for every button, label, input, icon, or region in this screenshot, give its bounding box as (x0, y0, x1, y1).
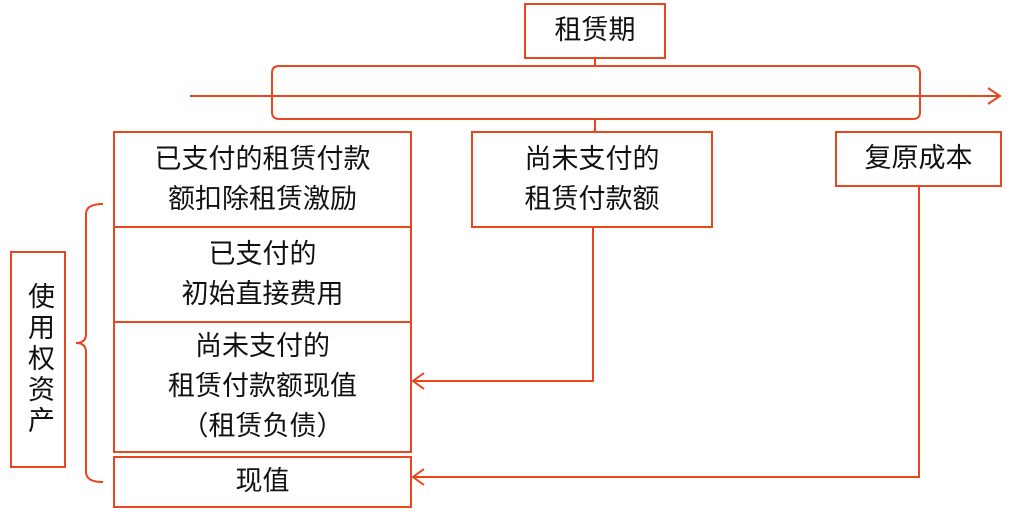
restoration-arrowhead (411, 468, 425, 486)
present-value-box: 现值 (113, 456, 412, 508)
unpaid-arrowhead (411, 372, 425, 390)
pv-unpaid-box: 尚未支付的 租赁付款额现值 （租赁负债） (113, 321, 412, 453)
rou-asset-label: 使用权资产 (23, 282, 54, 437)
text-line: 已支付的租赁付款 (154, 143, 371, 175)
text-line: （租赁负债） (181, 411, 344, 442)
text-line: 尚未支付的 (524, 143, 660, 175)
unpaid-to-pv-arrow (413, 215, 594, 382)
text-line: 已支付的 (208, 238, 317, 270)
lease-term-bracket (271, 65, 921, 120)
unpaid-payments-box: 尚未支付的 租赁付款额 (471, 131, 713, 228)
text-line: 额扣除租赁激励 (168, 183, 357, 215)
timeline-arrowhead (987, 87, 1002, 105)
rou-asset-box: 使用权资产 (10, 251, 66, 468)
paid-payments-box: 已支付的租赁付款 额扣除租赁激励 (113, 131, 412, 228)
text-line: 尚未支付的 (195, 331, 330, 362)
text-line: 现值 (235, 466, 290, 497)
restoration-to-pv-arrow (413, 186, 920, 478)
lease-term-label: 租赁期 (554, 15, 636, 46)
lease-term-box: 租赁期 (524, 3, 666, 59)
text-line: 复原成本 (864, 143, 973, 174)
restoration-cost-box: 复原成本 (835, 131, 1002, 187)
text-line: 租赁付款额现值 (168, 371, 357, 402)
brace (75, 203, 104, 483)
text-line: 租赁付款额 (524, 183, 660, 215)
text-line: 初始直接费用 (181, 278, 344, 310)
initial-direct-costs-box: 已支付的 初始直接费用 (113, 226, 412, 323)
